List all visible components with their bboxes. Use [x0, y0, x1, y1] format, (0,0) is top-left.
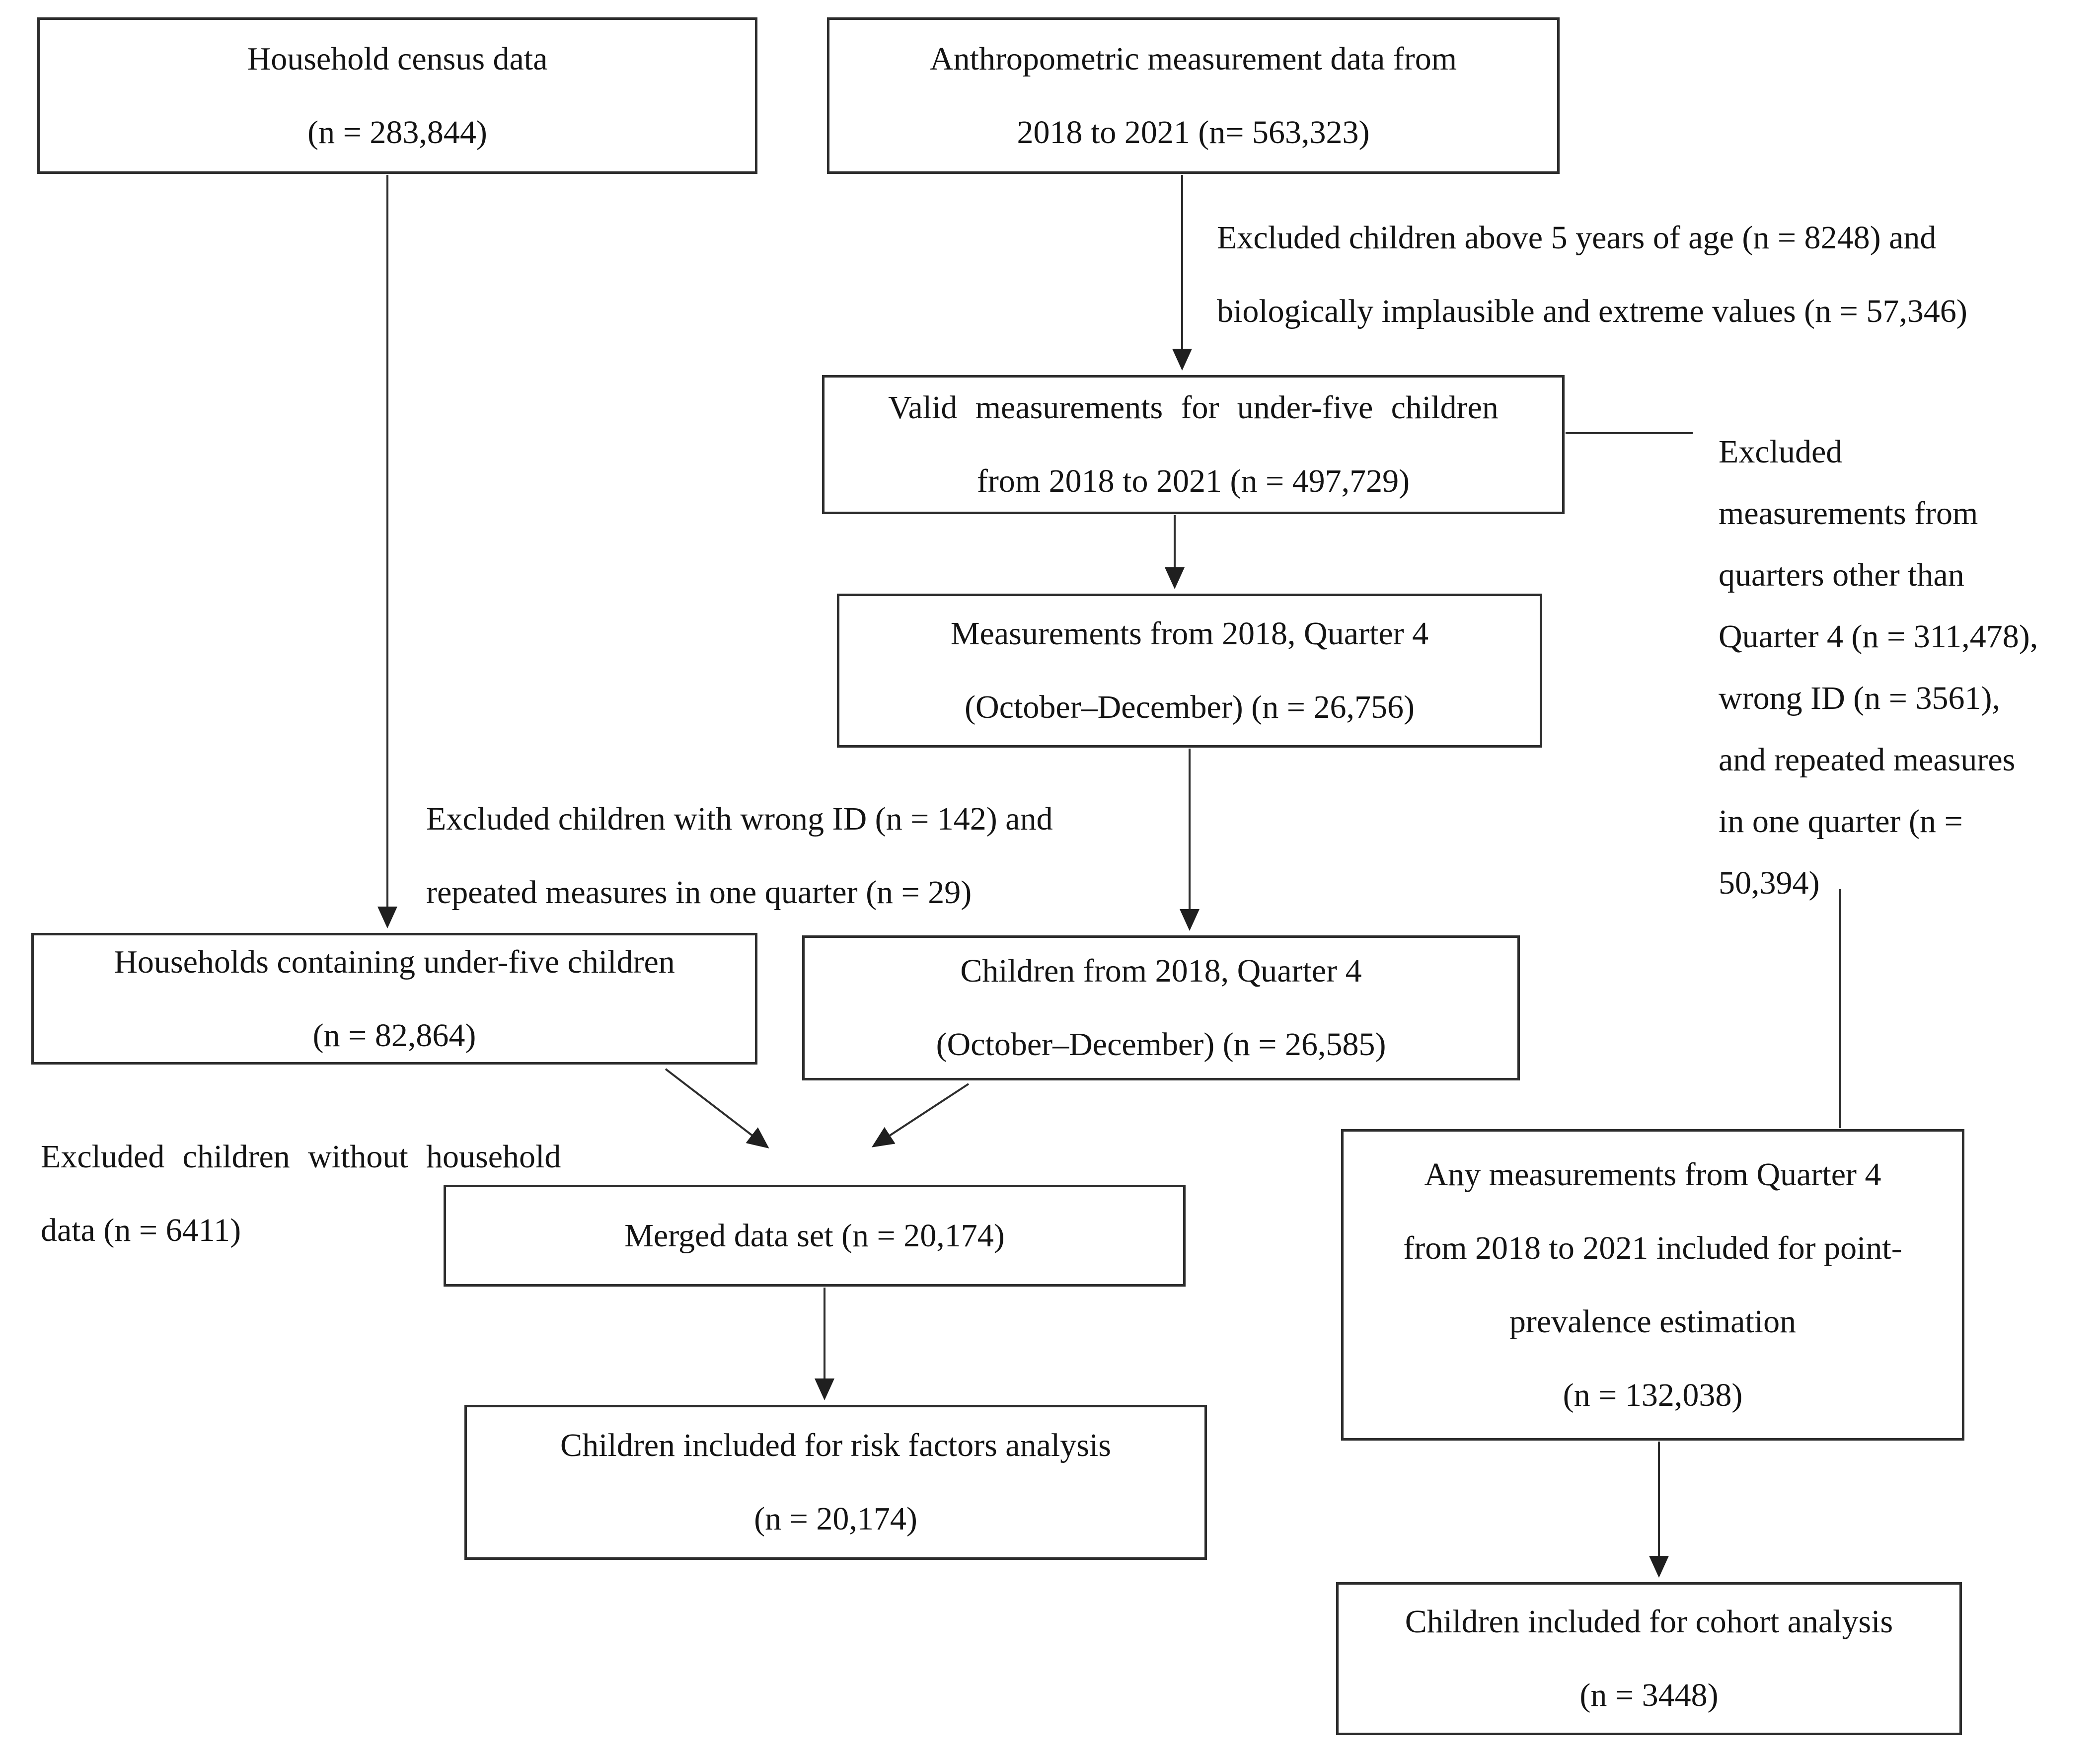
note-excluded-above-five-line-1: Excluded children above 5 years of age (…: [1217, 220, 1937, 256]
note-excluded-other-quarters-line-1: Excluded: [1719, 434, 1843, 470]
note-excluded-other-quarters-line-5: wrong ID (n = 3561),: [1719, 680, 2000, 716]
note-excluded-other-quarters-line-2: measurements from: [1719, 495, 1978, 532]
box-household-census-line: Household census data: [247, 40, 548, 77]
box-valid-measurements: Valid measurements for under-five childr…: [822, 375, 1565, 514]
box-cohort-analysis: Children included for cohort analysis (n…: [1336, 1582, 1962, 1735]
box-cohort-analysis-count: (n = 3448): [1579, 1677, 1719, 1713]
note-excluded-no-household: Excluded children without household data…: [41, 1120, 561, 1267]
box-point-prevalence-line-1: Any measurements from Quarter 4: [1424, 1156, 1881, 1193]
box-children-2018-q4-count: (October–December) (n = 26,585): [936, 1026, 1386, 1063]
box-anthropometric-count: 2018 to 2021 (n= 563,323): [1017, 114, 1370, 151]
box-anthropometric-data: Anthropometric measurement data from 201…: [827, 17, 1560, 174]
box-anthropometric-line: Anthropometric measurement data from: [929, 40, 1457, 77]
note-excluded-other-quarters-line-7: in one quarter (n =: [1719, 803, 1963, 840]
box-measurements-2018-q4: Measurements from 2018, Quarter 4 (Octob…: [837, 594, 1542, 748]
arrow-children-to-merged: [871, 1083, 970, 1147]
box-risk-factors-analysis: Children included for risk factors analy…: [464, 1405, 1207, 1560]
box-children-2018-q4-line: Children from 2018, Quarter 4: [960, 953, 1362, 989]
box-measurements-2018-q4-count: (October–December) (n = 26,756): [965, 689, 1415, 725]
note-excluded-above-five: Excluded children above 5 years of age (…: [1217, 201, 1967, 348]
box-measurements-2018-q4-line: Measurements from 2018, Quarter 4: [950, 615, 1429, 652]
note-excluded-other-quarters: Excluded measurements from quarters othe…: [1719, 421, 2038, 914]
box-cohort-analysis-line: Children included for cohort analysis: [1405, 1604, 1893, 1640]
box-point-prevalence-line-2: from 2018 to 2021 included for point-: [1403, 1229, 1902, 1266]
box-risk-factors-analysis-count: (n = 20,174): [754, 1501, 917, 1537]
box-point-prevalence-line-3: prevalence estimation: [1509, 1303, 1797, 1340]
box-households-under-five-count: (n = 82,864): [312, 1017, 476, 1054]
note-excluded-wrong-id: Excluded children with wrong ID (n = 142…: [426, 782, 1053, 929]
box-household-census: Household census data (n = 283,844): [37, 17, 757, 174]
note-excluded-no-household-line-1: Excluded children without household: [41, 1139, 561, 1175]
box-point-prevalence-count: (n = 132,038): [1563, 1377, 1743, 1413]
note-excluded-wrong-id-line-1: Excluded children with wrong ID (n = 142…: [426, 801, 1053, 837]
arrow-households-to-merged: [665, 1068, 769, 1148]
note-excluded-no-household-line-2: data (n = 6411): [41, 1212, 241, 1248]
box-households-under-five: Households containing under-five childre…: [31, 933, 757, 1065]
note-excluded-other-quarters-line-4: Quarter 4 (n = 311,478),: [1719, 618, 2038, 655]
box-merged-data-set-line: Merged data set (n = 20,174): [624, 1217, 1005, 1254]
note-excluded-wrong-id-line-2: repeated measures in one quarter (n = 29…: [426, 874, 972, 911]
note-excluded-other-quarters-line-8: 50,394): [1719, 865, 1820, 901]
box-point-prevalence: Any measurements from Quarter 4 from 201…: [1341, 1129, 1964, 1441]
box-merged-data-set: Merged data set (n = 20,174): [444, 1185, 1186, 1287]
box-valid-measurements-count: from 2018 to 2021 (n = 497,729): [976, 463, 1410, 499]
note-excluded-above-five-line-2: biologically implausible and extreme val…: [1217, 293, 1967, 329]
note-excluded-other-quarters-line-6: and repeated measures: [1719, 742, 2016, 778]
box-valid-measurements-line: Valid measurements for under-five childr…: [888, 389, 1499, 426]
box-household-census-count: (n = 283,844): [307, 114, 487, 151]
note-excluded-other-quarters-line-3: quarters other than: [1719, 557, 1964, 593]
box-risk-factors-analysis-line: Children included for risk factors analy…: [560, 1427, 1111, 1463]
box-households-under-five-line: Households containing under-five childre…: [114, 943, 675, 980]
box-children-2018-q4: Children from 2018, Quarter 4 (October–D…: [802, 935, 1520, 1080]
